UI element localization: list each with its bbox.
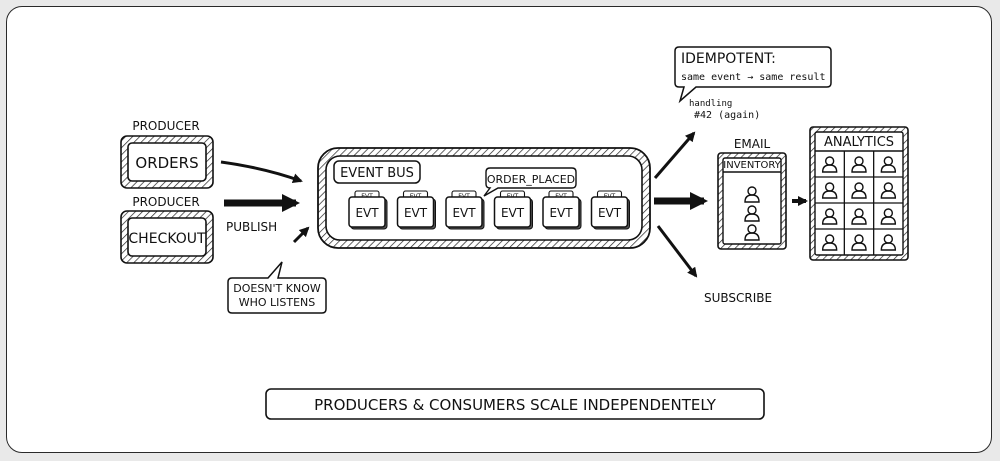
email-label: EMAIL bbox=[734, 137, 771, 151]
event-bus-title: EVENT BUS bbox=[340, 166, 414, 181]
producer-checkout: PRODUCER CHECKOUT bbox=[120, 195, 214, 264]
event-card-label: EVT bbox=[452, 206, 476, 220]
arrow-checkout-to-bus bbox=[292, 226, 310, 244]
footer-banner: PRODUCERS & CONSUMERS SCALE INDEPENDENTE… bbox=[265, 388, 765, 420]
inventory-title: INVENTORY bbox=[723, 160, 781, 171]
analytics-title: ANALYTICS bbox=[824, 135, 894, 150]
producer-orders-name: ORDERS bbox=[135, 154, 198, 172]
event-card-label: EVT bbox=[501, 206, 525, 220]
idempotent-bubble: IDEMPOTENT: same event → same result bbox=[674, 46, 832, 104]
subscribe-label: SUBSCRIBE bbox=[704, 291, 772, 305]
producer-checkout-label: PRODUCER bbox=[132, 195, 199, 209]
event-card-label: EVT bbox=[549, 206, 573, 220]
event-card-label: EVT bbox=[598, 206, 622, 220]
handling-note-line2: #42 (again) bbox=[694, 110, 760, 121]
analytics-users bbox=[815, 151, 903, 255]
arrow-bus-subscribe bbox=[656, 225, 698, 278]
arrow-bus-to-email bbox=[653, 131, 696, 179]
handling-note-line1: handling bbox=[689, 99, 732, 109]
producer-orders: PRODUCER ORDERS bbox=[120, 119, 214, 189]
event-bus-callout: ORDER_PLACED bbox=[487, 173, 575, 186]
note-producers-line2: WHO LISTENS bbox=[239, 296, 316, 309]
event-card-label: EVT bbox=[404, 206, 428, 220]
producer-checkout-name: CHECKOUT bbox=[128, 231, 206, 247]
event-card-label: EVT bbox=[355, 206, 379, 220]
note-producers-bubble: DOESN'T KNOW WHO LISTENS bbox=[227, 261, 327, 314]
arrow-orders-to-bus bbox=[220, 160, 303, 183]
analytics-consumer: ANALYTICS bbox=[809, 126, 909, 261]
idempotent-title: IDEMPOTENT: bbox=[681, 51, 776, 67]
note-producers-line1: DOESN'T KNOW bbox=[233, 282, 321, 295]
inventory-consumer: INVENTORY bbox=[717, 152, 787, 250]
producer-orders-label: PRODUCER bbox=[132, 119, 199, 133]
publish-label: PUBLISH bbox=[226, 220, 277, 234]
event-queue: EVTEVTEVTEVTEVTEVTEVTEVTEVTEVTEVTEVT bbox=[348, 190, 630, 230]
idempotent-line: same event → same result bbox=[681, 72, 826, 83]
footer-text: PRODUCERS & CONSUMERS SCALE INDEPENDENTE… bbox=[314, 396, 717, 414]
